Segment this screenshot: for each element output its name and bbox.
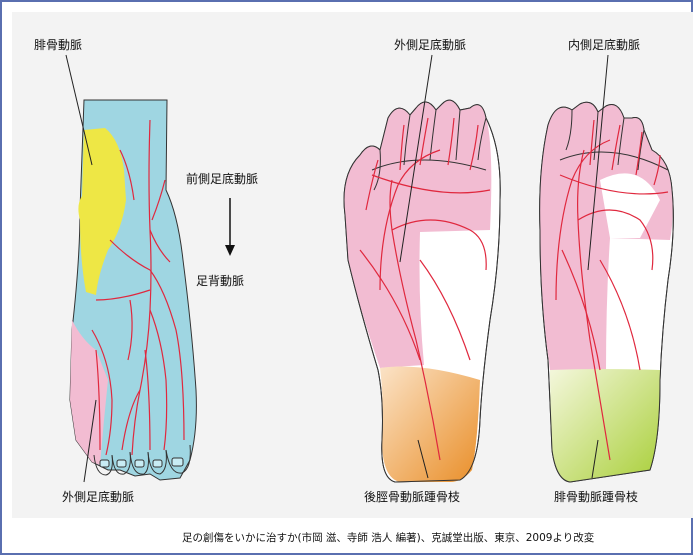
label-posterior-tibial-calcaneal-branch: 後脛骨動脈踵骨枝 [364,488,460,505]
label-fibular-artery: 腓骨動脈 [34,36,82,53]
heel-fibular-region [550,369,660,482]
label-fibular-calcaneal-branch: 腓骨動脈踵骨枝 [554,488,638,505]
label-lateral-plantar-artery-dorsal: 外側足底動脈 [62,488,134,505]
plantar-foot-medial [540,102,674,482]
plantar-foot-lateral [344,100,500,482]
label-anterior-plantar-artery: 前側足底動脈 [186,170,258,187]
label-medial-plantar-artery: 内側足底動脈 [568,36,640,53]
source-credit: 足の創傷をいかに治すか(市岡 滋、寺師 浩人 編著)、克誠堂出版、東京、2009… [182,530,594,545]
label-dorsalis-pedis-artery: 足背動脈 [196,272,244,289]
heel-posterior-tibial-region [380,367,480,483]
flow-arrow [225,198,235,256]
label-lateral-plantar-artery: 外側足底動脈 [394,36,466,53]
dorsal-foot [70,100,196,480]
